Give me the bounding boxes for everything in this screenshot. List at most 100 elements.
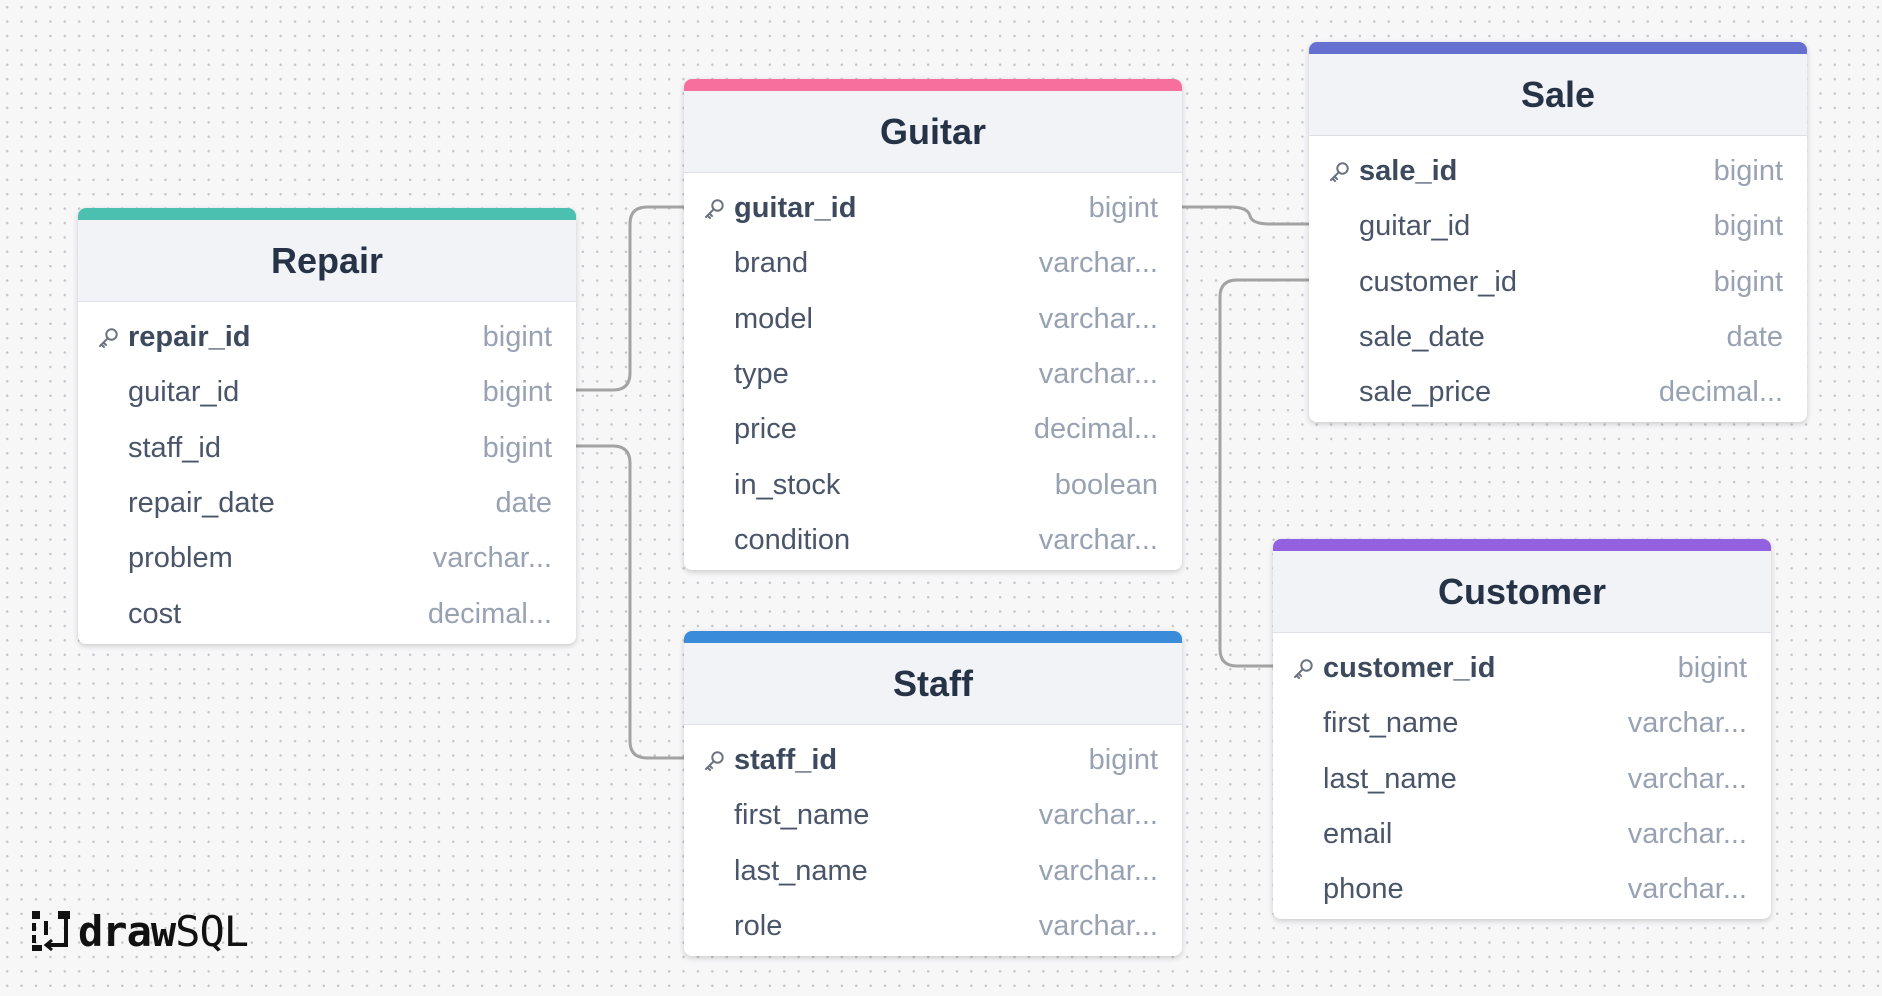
column-name: last_name [734, 854, 868, 887]
primary-key-row[interactable]: guitar_id bigint [684, 181, 1182, 236]
column-row[interactable]: cost decimal... [78, 586, 576, 641]
column-type: varchar... [1627, 873, 1747, 906]
column-name: repair_date [128, 487, 275, 520]
column-name: problem [128, 542, 233, 575]
column-type: varchar... [1038, 358, 1158, 391]
column-type: varchar... [1038, 523, 1158, 556]
column-type: varchar... [1038, 799, 1158, 832]
primary-key-icon [96, 326, 120, 350]
column-type: date [1726, 321, 1783, 354]
table-accent-bar [1309, 42, 1807, 54]
column-type: varchar... [1627, 762, 1747, 795]
primary-key-row[interactable]: repair_id bigint [78, 310, 576, 365]
primary-key-icon [1291, 657, 1315, 681]
table-accent-bar [684, 631, 1182, 643]
column-type: varchar... [1627, 707, 1747, 740]
column-name: staff_id [734, 744, 838, 777]
column-type: bigint [482, 321, 552, 354]
table-title: Staff [684, 643, 1182, 725]
logo-text-draw: draw [78, 906, 176, 956]
table-title: Customer [1273, 551, 1771, 633]
column-name: type [734, 358, 789, 391]
column-type: bigint [1713, 155, 1783, 188]
column-type: varchar... [1627, 818, 1747, 851]
column-type: bigint [482, 376, 552, 409]
drawsql-logo-icon [32, 911, 70, 952]
column-row[interactable]: model varchar... [684, 292, 1182, 347]
column-row[interactable]: repair_date date [78, 476, 576, 531]
column-type: date [495, 487, 552, 520]
column-type: bigint [1713, 265, 1783, 298]
column-type: bigint [1713, 210, 1783, 243]
relation-sale-customer[interactable] [1218, 278, 1309, 668]
column-row[interactable]: condition varchar... [684, 513, 1182, 568]
column-row[interactable]: role varchar... [684, 899, 1182, 954]
column-type: varchar... [1038, 247, 1158, 280]
column-row[interactable]: phone varchar... [1273, 862, 1771, 917]
relation-repair-staff[interactable] [576, 444, 684, 760]
column-type: varchar... [1038, 302, 1158, 335]
column-name: condition [734, 523, 851, 556]
column-row[interactable]: staff_id bigint [78, 421, 576, 476]
column-type: bigint [1088, 192, 1158, 225]
column-type: decimal... [427, 597, 552, 630]
column-name: staff_id [128, 431, 221, 464]
column-name: role [734, 910, 783, 943]
table-staff[interactable]: Staff staff_id bigint first_name varchar...… [684, 631, 1182, 957]
column-name: in_stock [734, 468, 841, 501]
column-name: guitar_id [1359, 210, 1471, 243]
primary-key-icon [1327, 160, 1351, 184]
column-type: varchar... [1038, 854, 1158, 887]
column-name: repair_id [128, 321, 251, 354]
column-name: first_name [1323, 707, 1459, 740]
table-accent-bar [684, 79, 1182, 91]
relation-repair-guitar[interactable] [576, 205, 684, 392]
column-name: sale_price [1359, 376, 1492, 409]
column-row[interactable]: type varchar... [684, 347, 1182, 402]
primary-key-row[interactable]: staff_id bigint [684, 733, 1182, 788]
primary-key-row[interactable]: sale_id bigint [1309, 144, 1807, 199]
column-name: customer_id [1359, 265, 1517, 298]
column-name: model [734, 302, 813, 335]
column-row[interactable]: first_name varchar... [1273, 696, 1771, 751]
column-row[interactable]: problem varchar... [78, 531, 576, 586]
column-type: varchar... [432, 542, 552, 575]
column-row[interactable]: first_name varchar... [684, 788, 1182, 843]
primary-key-icon [702, 749, 726, 773]
table-title: Sale [1309, 54, 1807, 136]
relation-guitar-sale[interactable] [1182, 205, 1309, 226]
column-name: cost [128, 597, 182, 630]
column-name: phone [1323, 873, 1404, 906]
column-row[interactable]: guitar_id bigint [1309, 199, 1807, 254]
logo-text-sql: SQL [175, 906, 249, 956]
column-name: customer_id [1323, 652, 1496, 685]
column-name: sale_id [1359, 155, 1458, 188]
column-type: bigint [482, 431, 552, 464]
column-name: sale_date [1359, 321, 1485, 354]
column-name: guitar_id [734, 192, 857, 225]
column-type: varchar... [1038, 910, 1158, 943]
primary-key-icon [702, 197, 726, 221]
column-type: bigint [1088, 744, 1158, 777]
column-row[interactable]: last_name varchar... [684, 844, 1182, 899]
column-name: first_name [734, 799, 870, 832]
column-row[interactable]: sale_date date [1309, 310, 1807, 365]
column-type: decimal... [1033, 413, 1158, 446]
column-row[interactable]: customer_id bigint [1309, 255, 1807, 310]
